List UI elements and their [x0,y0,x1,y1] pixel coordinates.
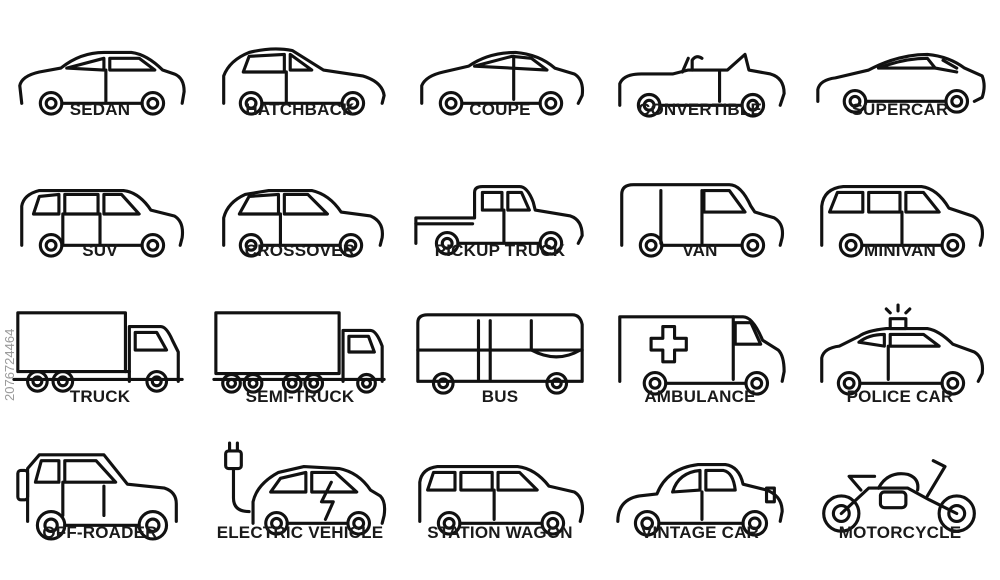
bus-icon [416,313,584,395]
icon-card-truck: TRUCK [0,300,200,440]
coupe-icon [420,50,585,116]
sedan-icon [18,50,186,116]
station-wagon-icon [418,464,585,536]
icon-label: POLICE CAR [846,387,954,406]
police-car-icon [820,303,985,396]
van-icon [620,183,785,258]
icon-label: MINIVAN [864,241,936,260]
off-roader-icon [16,453,178,541]
icon-label: SUV [82,241,118,260]
ambulance-icon [618,315,786,396]
convertible-icon [618,52,786,118]
icon-label: STATION WAGON [427,523,573,542]
icon-card-sedan: SEDAN [0,20,200,160]
icon-label: PICKUP TRUCK [434,241,566,260]
icon-label: SEMI-TRUCK [245,387,355,406]
icon-card-vintage-car: VINTAGE CAR [600,440,800,580]
icon-card-station-wagon: STATION WAGON [400,440,600,580]
icon-label: ELECTRIC VEHICLE [216,523,384,542]
minivan-icon [820,185,985,258]
motorcycle-icon [822,459,976,533]
icon-card-pickup-truck: PICKUP TRUCK [400,162,600,302]
icon-card-supercar: SUPERCAR [800,20,1000,160]
icon-label: SEDAN [69,100,131,119]
icon-card-semi-truck: SEMI-TRUCK [200,300,400,440]
icon-label: TRUCK [69,387,131,406]
vintage-car-icon [616,463,784,537]
vehicle-icon-grid: SEDAN HATCHBACK COUPE CONVERTIBLE SUPERC… [0,20,1000,542]
icon-card-off-roader: OFF-ROADER [0,440,200,580]
icon-card-suv: SUV [0,162,200,302]
icon-label: MOTORCYCLE [838,523,962,542]
icon-label: VAN [682,241,718,260]
icon-label: VINTAGE CAR [640,523,760,542]
stock-image-id: 2076724464 [2,328,17,402]
icon-label: AMBULANCE [644,387,756,406]
icon-card-hatchback: HATCHBACK [200,20,400,160]
icon-card-ambulance: AMBULANCE [600,300,800,440]
icon-label: COUPE [469,100,531,119]
icon-card-coupe: COUPE [400,20,600,160]
icon-label: BUS [481,387,519,406]
icon-card-motorcycle: MOTORCYCLE [800,440,1000,580]
icon-card-police-car: POLICE CAR [800,300,1000,440]
icon-card-van: VAN [600,162,800,302]
supercar-icon [816,52,986,114]
icon-card-convertible: CONVERTIBLE [600,20,800,160]
icon-card-crossover: CROSSOVER [200,162,400,302]
icon-card-electric-vehicle: ELECTRIC VEHICLE [200,440,400,580]
hatchback-icon [222,47,386,116]
suv-icon [20,188,185,258]
truck-icon [12,311,184,393]
electric-vehicle-icon [224,441,387,536]
icon-label: CROSSOVER [244,241,356,260]
crossover-icon [222,188,384,258]
icon-label: OFF-ROADER [42,523,158,542]
icon-label: SUPERCAR [851,100,949,119]
icon-label: CONVERTIBLE [637,100,763,119]
icon-card-bus: BUS [400,300,600,440]
pickup-truck-icon [414,185,584,256]
semi-truck-icon [212,311,386,394]
icon-card-minivan: MINIVAN [800,162,1000,302]
icon-label: HATCHBACK [245,100,355,119]
